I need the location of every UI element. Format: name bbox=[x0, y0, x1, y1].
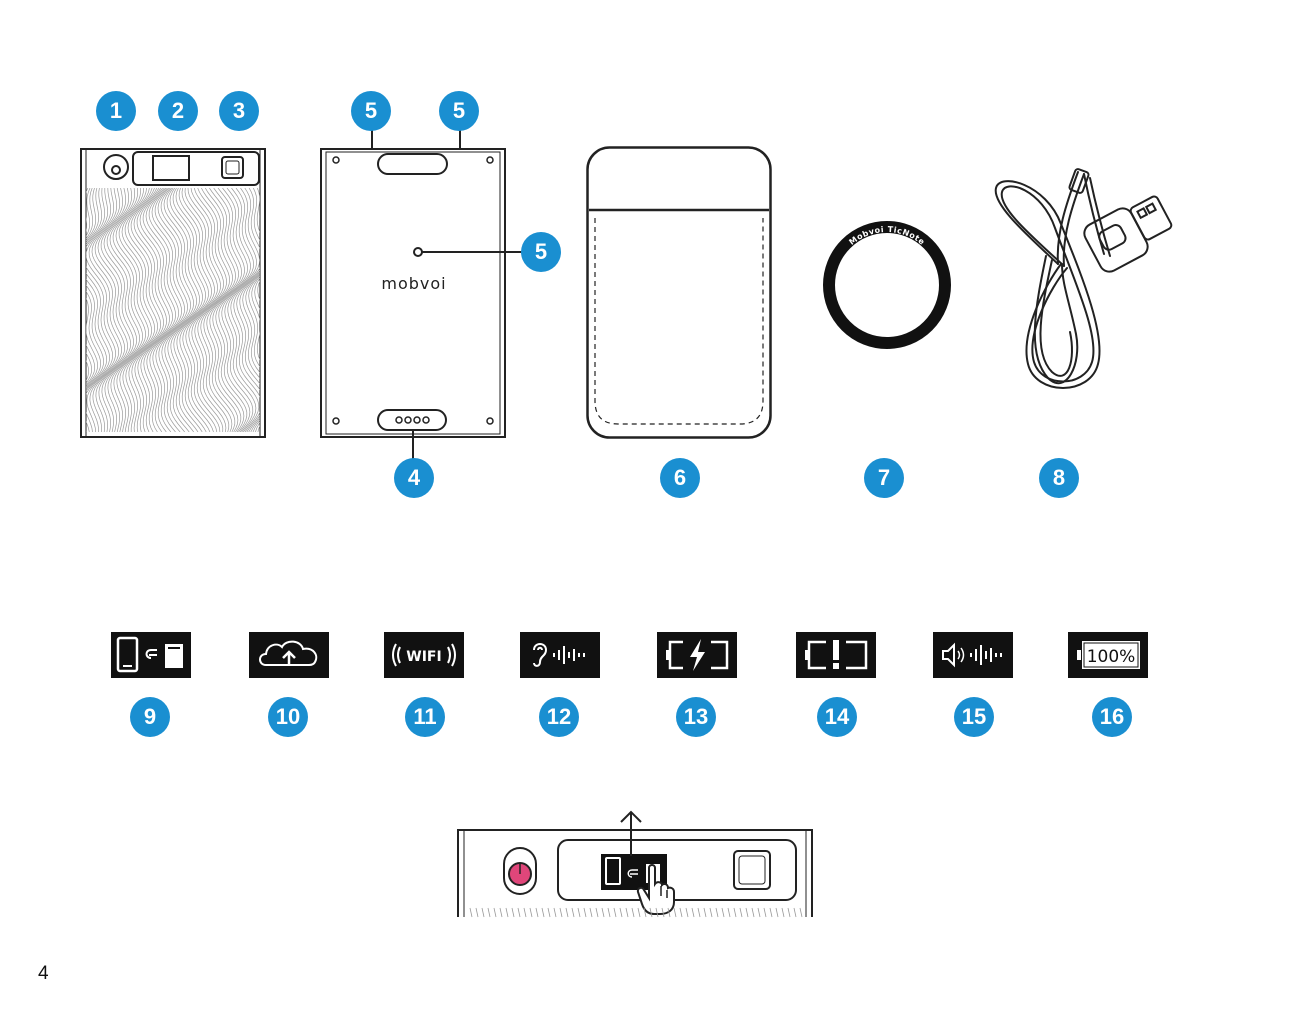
device-front-illustration bbox=[80, 148, 266, 438]
device-back-illustration: mobvoi bbox=[320, 148, 506, 438]
battery-warning-icon bbox=[796, 632, 876, 678]
callout-5-right: 5 bbox=[439, 91, 479, 131]
mute-switch bbox=[103, 154, 129, 180]
callout-1: 1 bbox=[96, 91, 136, 131]
leader-lines bbox=[371, 128, 522, 460]
listening-icon bbox=[520, 632, 600, 678]
callout-15: 15 bbox=[954, 697, 994, 737]
phone-link-icon bbox=[111, 632, 191, 678]
callout-11: 11 bbox=[405, 697, 445, 737]
front-display-panel bbox=[132, 151, 260, 186]
magnetic-ring-illustration: Mobvoi TicNote bbox=[823, 221, 951, 349]
callout-12: 12 bbox=[539, 697, 579, 737]
wave-texture-strip bbox=[469, 907, 803, 918]
back-brand-logo: mobvoi bbox=[381, 274, 446, 293]
battery-percentage-label: 100% bbox=[1087, 647, 1136, 667]
swipe-up-illustration bbox=[457, 810, 813, 918]
callout-8: 8 bbox=[1039, 458, 1079, 498]
pouch-illustration bbox=[586, 146, 772, 439]
wifi-icon: WIFI bbox=[384, 632, 464, 678]
callout-6: 6 bbox=[660, 458, 700, 498]
callout-9: 9 bbox=[130, 697, 170, 737]
front-screen bbox=[152, 155, 190, 181]
cloud-upload-icon bbox=[249, 632, 329, 678]
callout-13: 13 bbox=[676, 697, 716, 737]
callout-5-left: 5 bbox=[351, 91, 391, 131]
callout-14: 14 bbox=[817, 697, 857, 737]
hand-pointer-icon bbox=[636, 864, 675, 915]
callout-5-center: 5 bbox=[521, 232, 561, 272]
page-number: 4 bbox=[38, 963, 49, 984]
callout-2: 2 bbox=[158, 91, 198, 131]
charging-icon bbox=[657, 632, 737, 678]
wifi-label: WIFI bbox=[406, 649, 441, 665]
callout-3: 3 bbox=[219, 91, 259, 131]
callout-16: 16 bbox=[1092, 697, 1132, 737]
speaker-icon bbox=[933, 632, 1013, 678]
usb-cable-illustration bbox=[994, 168, 1173, 389]
wave-texture bbox=[86, 188, 260, 432]
callout-10: 10 bbox=[268, 697, 308, 737]
swipe-up-arrow-icon bbox=[620, 810, 642, 856]
battery-full-icon: 100% bbox=[1068, 632, 1148, 678]
callout-4: 4 bbox=[394, 458, 434, 498]
callout-7: 7 bbox=[864, 458, 904, 498]
back-top-slot bbox=[377, 153, 448, 175]
front-button bbox=[221, 156, 244, 179]
